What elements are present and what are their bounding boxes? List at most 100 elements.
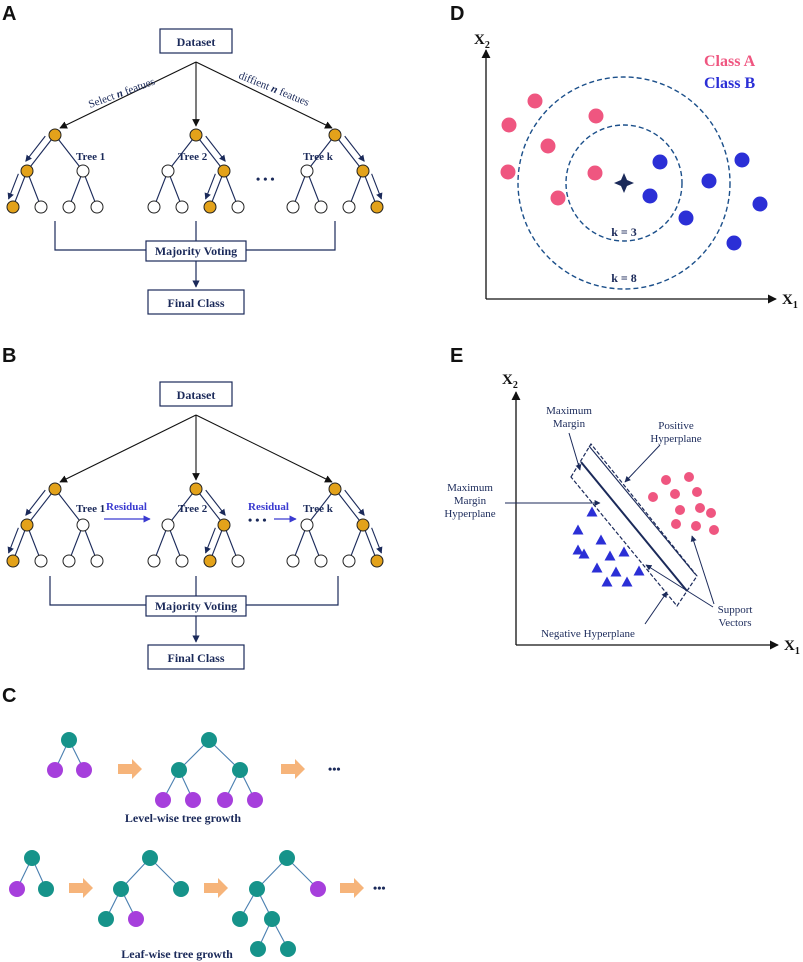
max-margin-label-1: Maximum [546,405,592,417]
residual-label-1: Residual [106,501,147,513]
tree-b1-node [48,482,62,496]
tree-ak-edge [306,134,336,172]
level-tree-2-node [217,792,233,808]
max-margin-label-2: Margin [553,418,586,430]
dataset-box-b [159,381,233,407]
tree-a1-node [76,164,90,178]
tree-k-label-b: Tree k [303,503,334,515]
negative-class-point [610,566,622,577]
tree-b2-edge [167,488,197,526]
leaf-tree-3-node [250,941,266,957]
tree-b1-node [76,518,90,532]
tree-b1-node [20,518,34,532]
branch-arrow-left [59,61,197,129]
leaf-tree-3-node [280,941,296,957]
mmh-label-3: Hyperplane [444,508,495,520]
support-vectors-label-1: Support [718,604,753,616]
leaf-tree-1-node [38,881,54,897]
legend-class-a: Class A [704,53,756,70]
margin-band [570,442,698,608]
level-tree-1-node [61,732,77,748]
tree-a2-edge [195,134,225,172]
level-tree-2-node [155,792,171,808]
voting-label-a: Majority Voting [155,244,237,258]
level-tree-1-node [47,762,63,778]
tree-b2-path-arrow [204,527,216,554]
final-label-a: Final Class [167,296,224,310]
tree-bk-edge [306,488,336,526]
tree-ak-node [328,128,342,142]
panel-b: B Dataset Tree 1 Tree 2 Tree k Residual … [2,345,384,670]
panel-d-letter: D [450,3,464,25]
tree-ak-node [300,164,314,178]
tree-bk-node [286,554,300,568]
negative-class-point [595,534,607,545]
negative-hyperplane-label: Negative Hyperplane [541,628,635,640]
tree-2-label: Tree 2 [178,151,208,163]
tree-a2-node [161,164,175,178]
tree-ak-node [342,200,356,214]
leaf-tree-2-node [142,850,158,866]
leaf-tree-3-node [249,881,265,897]
tree-b2-node [175,554,189,568]
mmh-label-1: Maximum [447,482,493,494]
positive-class-point [671,519,681,529]
growth-trees [9,732,364,957]
residual-label-2: Residual [248,501,289,513]
panel-b-letter: B [2,345,16,367]
positive-class-point [709,525,719,535]
leaf-tree-1-node [9,881,25,897]
tree-a1-node [62,200,76,214]
x2-label-d: X2 [474,32,490,51]
legend-class-b: Class B [704,75,755,92]
growth-arrow-level-2 [281,759,305,779]
branch-arrow-left-b [59,414,197,483]
x1-label-e: X1 [784,638,800,657]
ellipsis-a: • • • [256,172,275,186]
level-tree-2-node [247,792,263,808]
voting-label-b: Majority Voting [155,599,237,613]
leaf-tree-2-node [128,911,144,927]
tree-bk-path-arrow [344,489,365,516]
leaf-tree-3-node [232,911,248,927]
positive-class-point [661,475,671,485]
dataset-box [159,28,233,54]
tree-bk-edge [334,488,364,526]
negative-class-point [621,576,633,587]
tree-1-label: Tree 1 [76,151,105,163]
branch-arrow-right [195,61,333,129]
tree-a1-path-arrow [7,173,19,200]
max-margin-hyperplane [580,461,688,592]
level-wise-caption: Level-wise tree growth [125,811,242,825]
tree-b2-edge [195,488,225,526]
tree-a1-path-arrow [25,135,46,162]
class-a-point [588,108,604,124]
level-tree-2-node [185,792,201,808]
select-features-label: Select n featues [87,76,157,111]
tree-b1-node [6,554,20,568]
tree-bk-node [356,518,370,532]
tree-a2-node [231,200,245,214]
class-a-point [527,93,543,109]
class-a-point [540,138,556,154]
class-a-point [500,164,516,180]
k3-label: k = 3 [611,225,637,239]
positive-class-point [684,472,694,482]
ellipsis-c-2: ••• [373,881,386,895]
negative-class-point [633,565,645,576]
tree-a2-node [217,164,231,178]
tree-a2-node [203,200,217,214]
mmh-label-2: Margin [454,495,487,507]
class-a-point [550,190,566,206]
leaf-tree-2-node [113,881,129,897]
panel-a: A Dataset Select n featues diffient n fe… [2,3,384,315]
tree-a2-node [147,200,161,214]
tree-ak-node [286,200,300,214]
dataset-label: Dataset [177,35,216,49]
leaf-tree-3-node [310,881,326,897]
negative-hyperplane-pointer [644,591,668,625]
knn-points [500,93,768,251]
tree-bk-node [300,518,314,532]
class-b-point [678,210,694,226]
